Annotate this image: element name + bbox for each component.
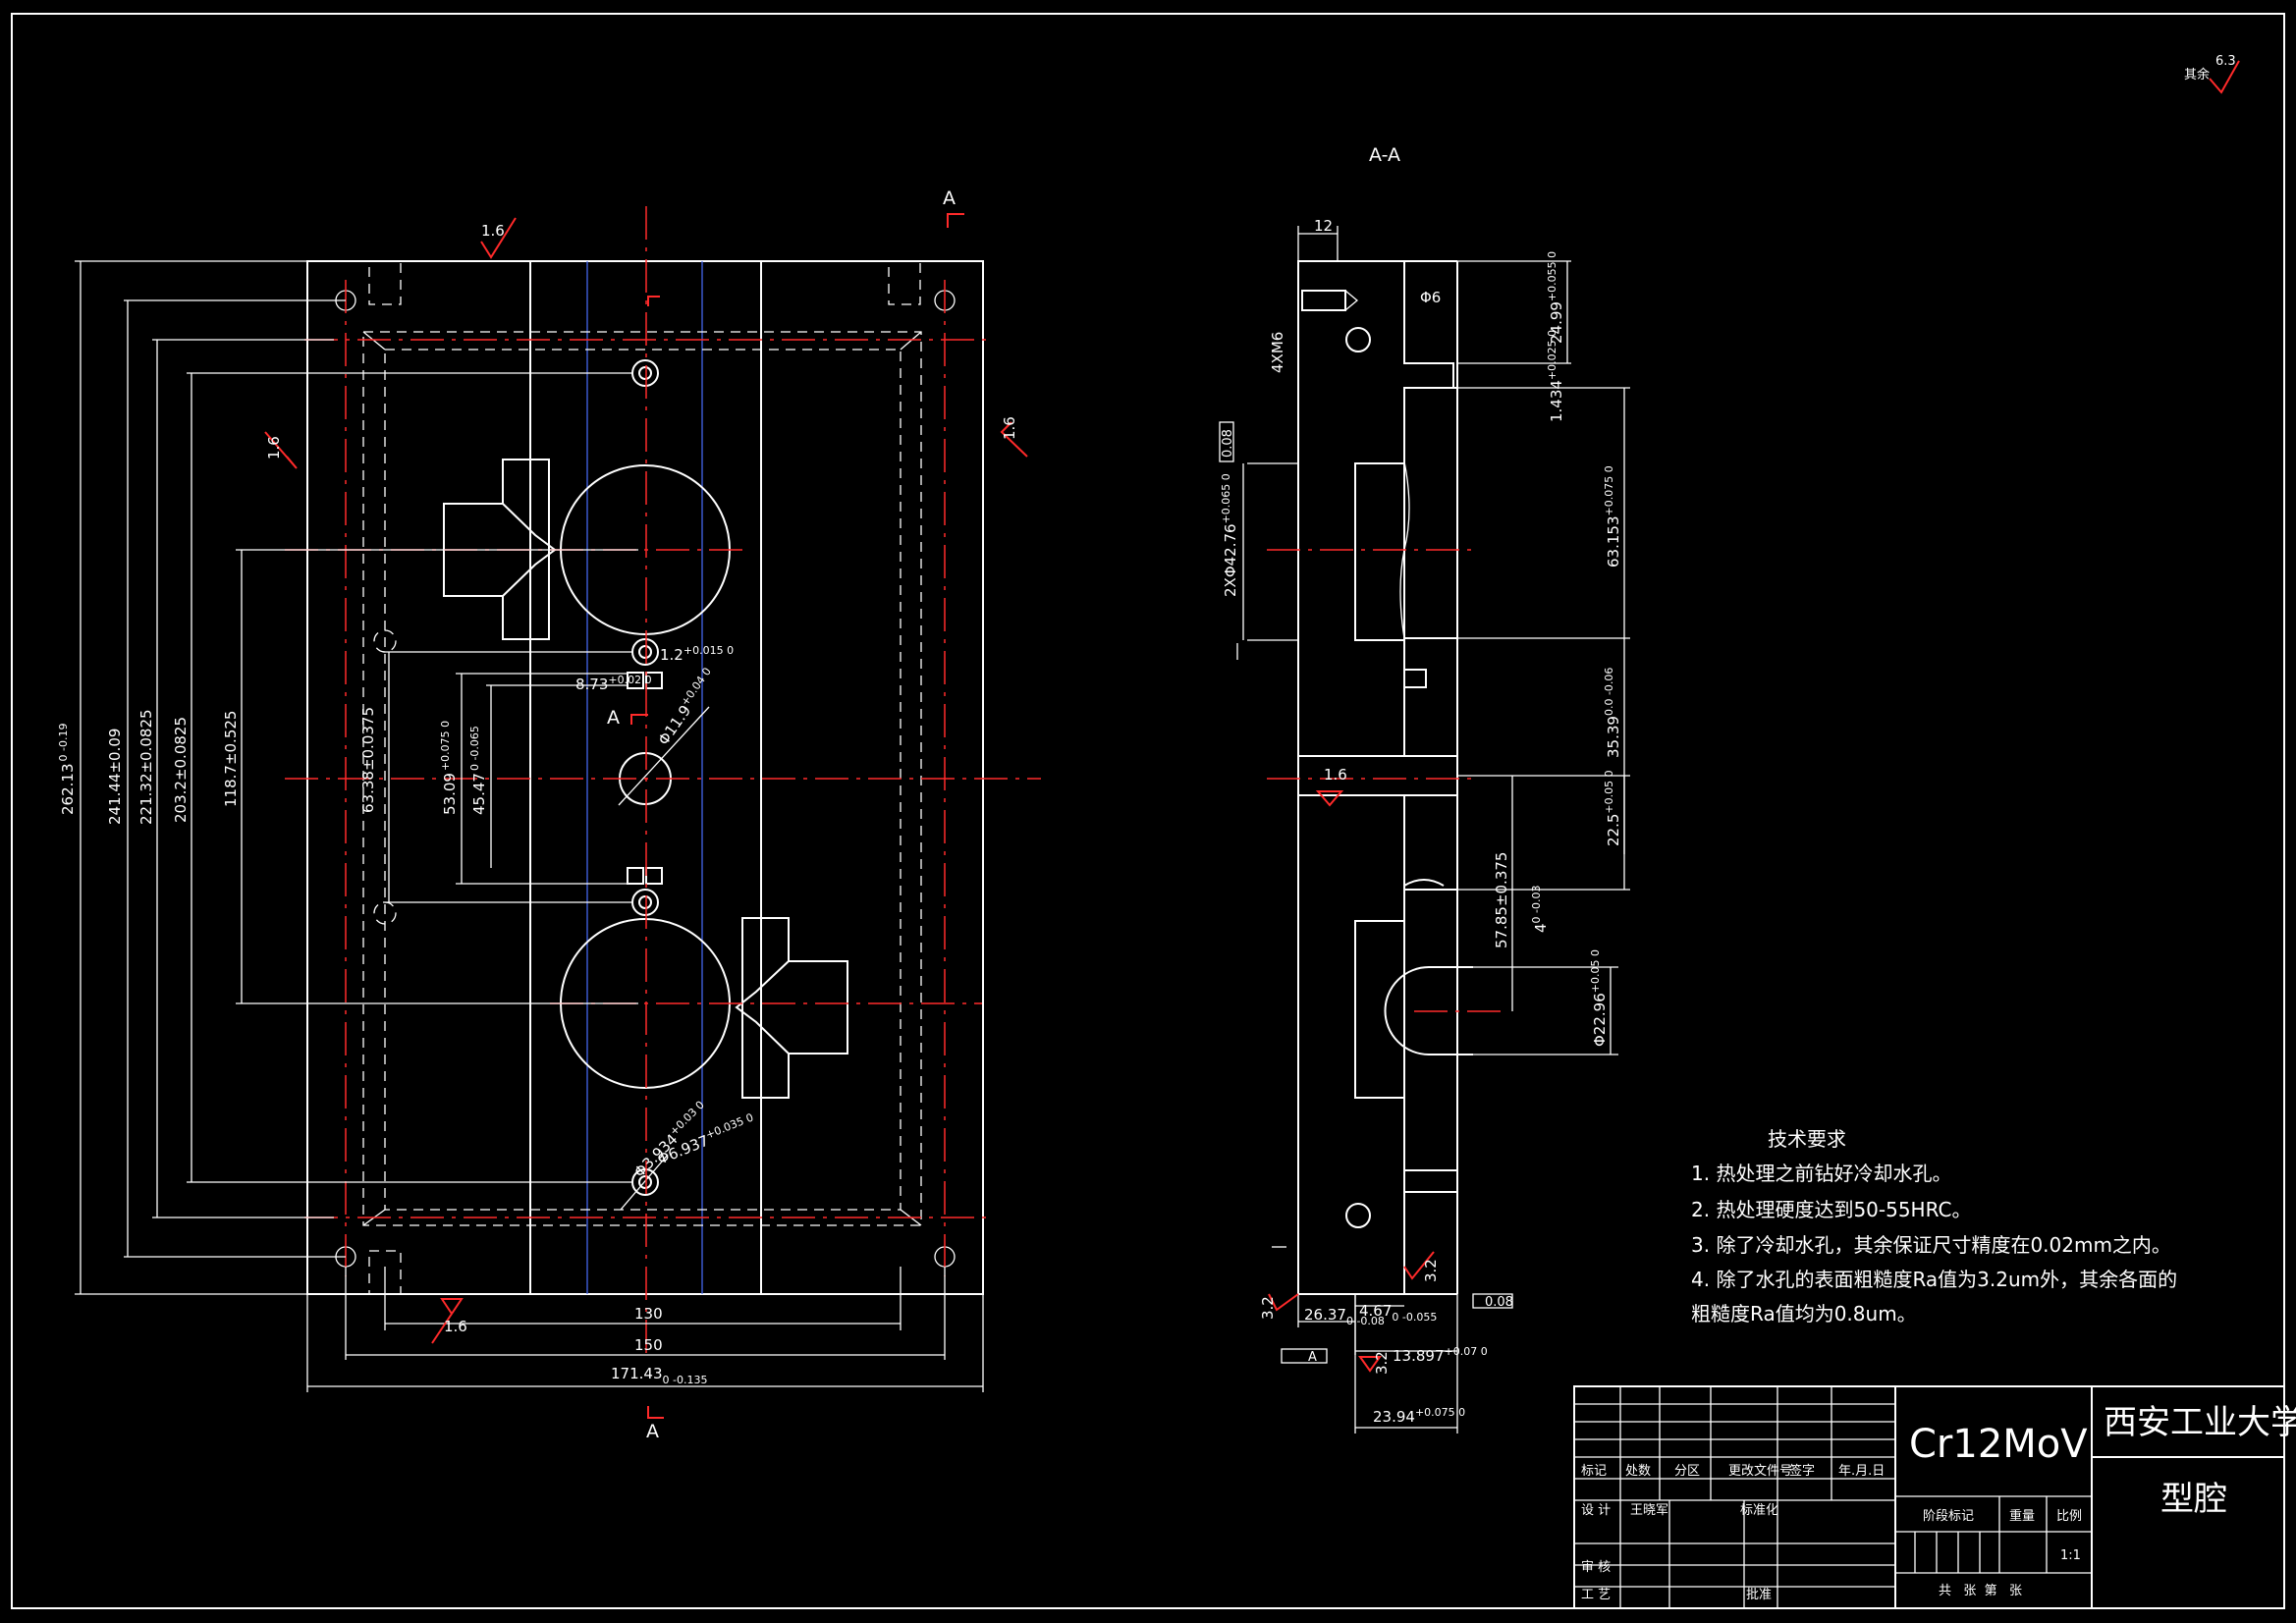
tech-req-item-4: 4. 除了水孔的表面粗糙度Ra值为3.2um外，其余各面的 xyxy=(1691,1268,2177,1291)
sec-roughness-mid: 1.6 xyxy=(1324,766,1347,784)
sec-dim-v4: 35.390.0 -0.06 xyxy=(1603,668,1622,758)
tb-scale-label: 比例 xyxy=(2056,1509,2082,1524)
dim-h3: 221.32±0.0825 xyxy=(137,709,155,825)
sec-dim-b3: 13.897+0.07 0 xyxy=(1393,1345,1488,1365)
dim-w3: 171.430 -0.135 xyxy=(611,1365,707,1386)
dim-h4: 203.2±0.0825 xyxy=(172,717,190,823)
roughness-label-bottom: 1.6 xyxy=(444,1318,467,1335)
dim-w2: 150 xyxy=(634,1336,663,1354)
sec-dim-v1: 24.99+0.055 0 xyxy=(1546,251,1565,344)
sec-dim-dbig: 2XΦ42.76+0.065 0 xyxy=(1220,473,1239,597)
tb-stage-label: 阶段标记 xyxy=(1923,1509,1974,1524)
sec-dim-v8: Φ22.96+0.05 0 xyxy=(1589,949,1609,1047)
sec-dim-v3: 63.153+0.075 0 xyxy=(1603,465,1622,568)
sec-dim-b1: 26.370 -0.08 xyxy=(1304,1306,1385,1327)
tb-sheet-label: 共 张 第 张 xyxy=(1939,1584,2022,1598)
sec-dim-d6: Φ6 xyxy=(1420,289,1441,306)
tb-header-zone: 分区 xyxy=(1674,1464,1700,1479)
sec-dim-top-w: 12 xyxy=(1314,217,1333,235)
dim-center-dia: Φ11.9+0.04 0 xyxy=(653,666,720,749)
tb-scale-value: 1:1 xyxy=(2060,1548,2081,1563)
sec-roughness-bottom: 3.2 xyxy=(1373,1351,1391,1375)
sec-roughness-left: 3.2 xyxy=(1259,1296,1277,1320)
sec-dim-v7: 40 -0.03 xyxy=(1530,885,1550,933)
dim-h2: 241.44±0.09 xyxy=(106,729,124,825)
dim-h5: 118.7±0.525 xyxy=(222,711,240,807)
sec-dim-v6: 57.85±0.375 xyxy=(1493,852,1510,948)
tb-standard-label: 标准化 xyxy=(1740,1503,1778,1518)
roughness-label-top: 1.6 xyxy=(481,222,505,240)
tb-approve-label: 批准 xyxy=(1746,1588,1772,1602)
tb-header-date: 年.月.日 xyxy=(1838,1464,1885,1479)
tb-review-label: 审 核 xyxy=(1581,1560,1611,1575)
tech-req-item-5: 粗糙度Ra值均为0.8um。 xyxy=(1691,1302,1917,1325)
section-label: A-A xyxy=(1369,144,1400,166)
sec-dim-b2: 4.670 -0.055 xyxy=(1359,1302,1437,1324)
dim-overall-height: 262.130 -0.19 xyxy=(57,724,77,815)
section-view xyxy=(1219,60,2240,1434)
tech-req-item-3: 3. 除了冷却水孔，其余保证尺寸精度在0.02mm之内。 xyxy=(1691,1233,2171,1257)
tech-req-item-1: 1. 热处理之前钻好冷却水孔。 xyxy=(1691,1162,1951,1185)
roughness-general-prefix: 其余 xyxy=(2184,67,2210,82)
cut-marker-bottom: A xyxy=(646,1421,659,1442)
tb-header-count: 处数 xyxy=(1625,1464,1651,1479)
roughness-label-left: 1.6 xyxy=(265,436,283,460)
dim-r: 1.2+0.015 0 xyxy=(660,644,734,664)
sec-roughness-side: 3.2 xyxy=(1422,1259,1440,1282)
sheet-border xyxy=(11,13,2285,1609)
front-view xyxy=(75,206,1041,1419)
title-school: 西安工业大学 xyxy=(2104,1403,2296,1442)
tb-designer: 王晓军 xyxy=(1630,1503,1668,1518)
dim-h8: 45.470 -0.065 xyxy=(468,726,488,815)
dim-h7: 53.09+0.075 0 xyxy=(439,721,459,815)
title-material: Cr12MoV xyxy=(1909,1422,2088,1467)
roughness-label-right: 1.6 xyxy=(1001,416,1018,440)
sec-datum: A xyxy=(1308,1350,1317,1365)
tech-req-title: 技术要求 xyxy=(1768,1127,1846,1151)
dim-w1: 130 xyxy=(634,1305,663,1323)
dim-h6: 63.38±0.0375 xyxy=(359,707,377,813)
cut-marker-top: A xyxy=(943,188,956,209)
dim-small: 8.73+0.02 0 xyxy=(575,674,652,693)
tb-header-change: 更改文件号 xyxy=(1728,1464,1792,1479)
sec-dim-b4: 23.94+0.075 0 xyxy=(1373,1406,1465,1426)
sec-dim-thread: 4XM6 xyxy=(1269,332,1286,373)
title-block xyxy=(1573,1385,2285,1609)
tech-req-item-2: 2. 热处理硬度达到50-55HRC。 xyxy=(1691,1198,1971,1221)
title-part-name: 型腔 xyxy=(2160,1480,2227,1519)
sec-dim-v2: 1.434+0.025 0 xyxy=(1546,330,1565,422)
front-plate-outline xyxy=(306,260,984,1295)
sec-flatness: 0.08 xyxy=(1485,1295,1513,1310)
tb-process-label: 工 艺 xyxy=(1581,1588,1611,1602)
roughness-general-value: 6.3 xyxy=(2215,54,2236,69)
tb-header-sign: 签字 xyxy=(1789,1463,1815,1479)
tb-header-mark: 标记 xyxy=(1581,1464,1607,1479)
tb-design-label: 设 计 xyxy=(1581,1503,1611,1518)
sec-flatness-left: 0.08 xyxy=(1221,429,1235,458)
cut-marker-mid: A xyxy=(607,707,620,729)
sec-dim-v5: 22.5+0.05 0 xyxy=(1603,770,1622,846)
tb-weight-label: 重量 xyxy=(2009,1508,2035,1524)
